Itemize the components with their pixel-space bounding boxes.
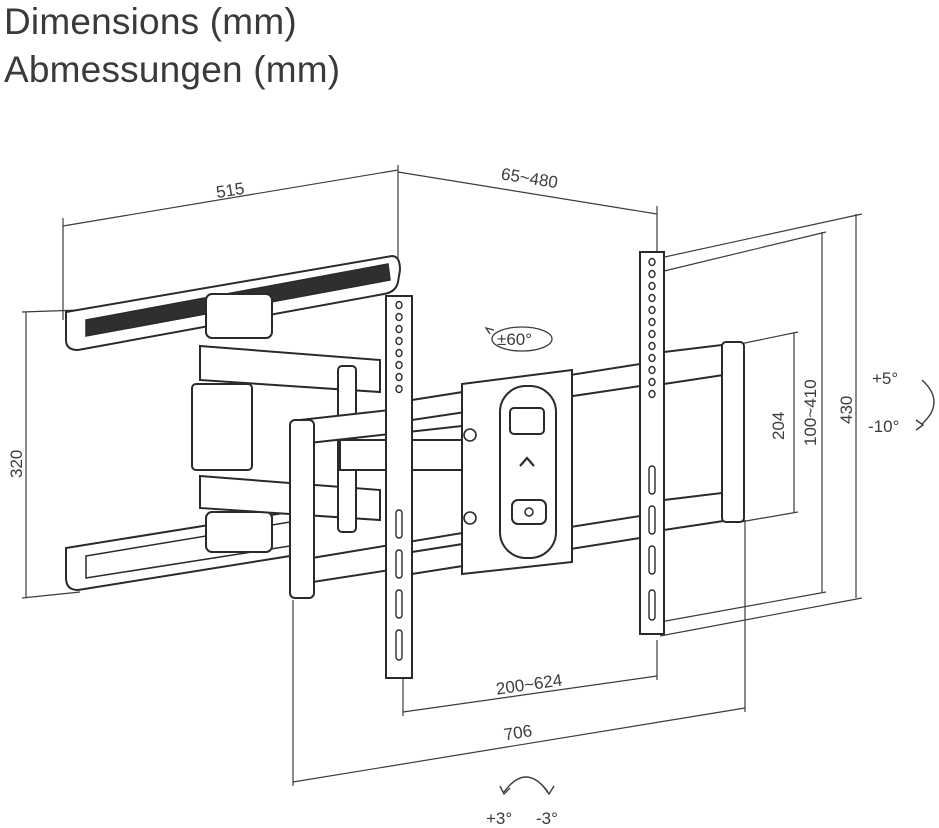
center-bracket bbox=[461, 368, 573, 576]
title-line-1: Dimensions (mm) bbox=[4, 1, 297, 42]
label-swivel-minus: -3° bbox=[536, 809, 558, 828]
label-arm-extension: 65~480 bbox=[500, 164, 559, 192]
tilt-arrow-icon bbox=[915, 379, 935, 431]
label-swivel-plus: +3° bbox=[486, 809, 512, 828]
label-tilt-down: -10° bbox=[868, 417, 899, 436]
vertical-rail-left bbox=[385, 295, 413, 679]
rotation-arrow-icon bbox=[484, 326, 553, 352]
title-line-2: Abmessungen (mm) bbox=[4, 49, 341, 90]
swivel-arrow-icon bbox=[499, 776, 555, 796]
label-tilt-up: +5° bbox=[872, 369, 898, 388]
label-wall-plate-width: 515 bbox=[215, 179, 246, 202]
label-rotation: ±60° bbox=[497, 330, 532, 349]
label-total-width: 706 bbox=[502, 721, 533, 744]
label-vesa-min-height: 204 bbox=[769, 412, 788, 440]
wall-plate-illustration bbox=[65, 254, 481, 599]
dimension-lines bbox=[21, 165, 863, 786]
label-wall-plate-height: 320 bbox=[7, 450, 26, 478]
vertical-rail-right bbox=[639, 251, 665, 635]
label-vesa-range-height: 100~410 bbox=[801, 379, 820, 446]
label-tv-plate-height: 430 bbox=[837, 396, 856, 424]
